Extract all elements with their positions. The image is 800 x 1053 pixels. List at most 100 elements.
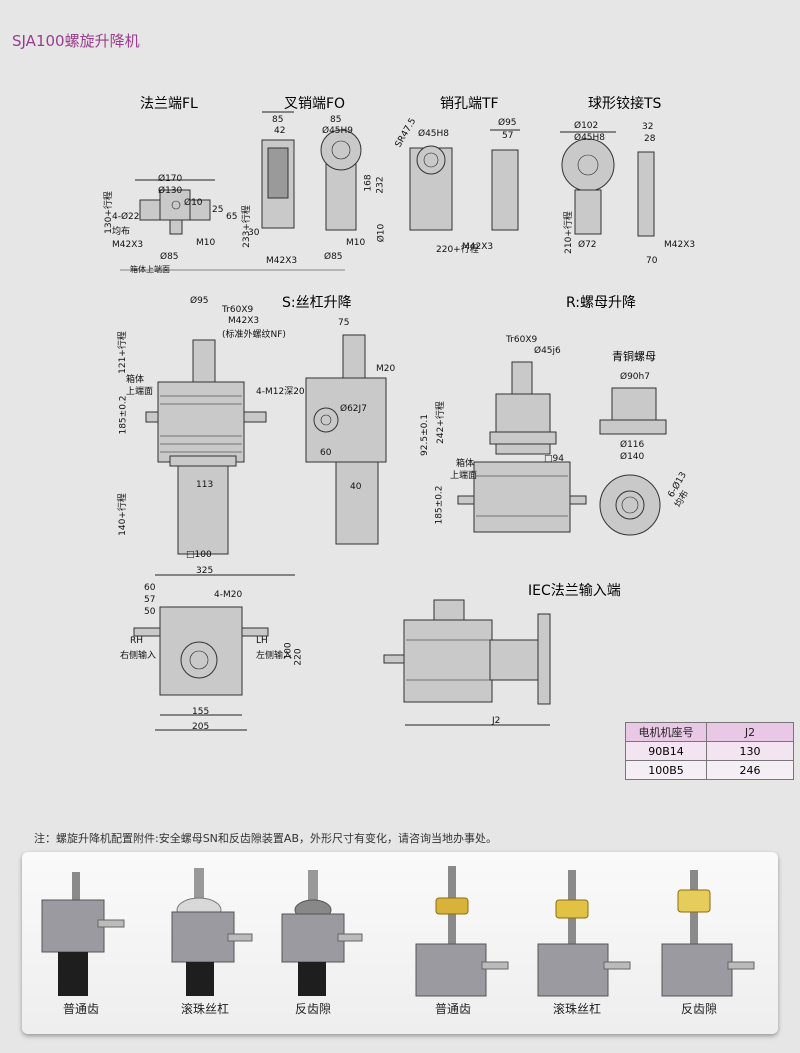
plan-dim-12: 100	[283, 642, 294, 660]
plan-dim-13: 220	[293, 648, 304, 666]
fl-dim-8: M42X3	[112, 240, 144, 250]
end-title-ts: 球形铰接TS	[588, 96, 662, 112]
plan-dim-7: 右侧输入	[120, 651, 157, 661]
table-header: J2	[706, 722, 794, 742]
r-title: R:螺母升降	[566, 295, 637, 311]
s-dim-13: 60	[320, 448, 332, 458]
s-dim-6: 上端面	[126, 387, 154, 397]
r-dim-4: 上端面	[450, 471, 478, 481]
product-image-4	[415, 866, 509, 997]
s-dim-12: Ø62J7	[340, 404, 367, 414]
s-dim-5: 箱体	[126, 375, 145, 385]
ts-dim-1: Ø102	[574, 121, 599, 131]
s-dim-17: 121+行程	[117, 331, 128, 374]
fo-dim-3: Ø45H9	[322, 126, 354, 136]
ts-dim-8: 210+行程	[563, 211, 574, 254]
fo-dim-7: Ø85	[324, 252, 343, 262]
product-caption: 反齿隙	[294, 1002, 331, 1016]
plan-dim-10: 155	[192, 707, 210, 717]
product-image-1	[41, 872, 125, 996]
product-caption: 滚珠丝杠	[180, 1002, 229, 1016]
fl-dim-3: 4-Ø22	[112, 212, 140, 222]
fl-dim-5: Ø10	[184, 198, 203, 208]
fl-dim-11: 130+行程	[103, 191, 114, 234]
nut-dim-3: Ø140	[620, 452, 645, 462]
r-dim-1: Tr60X9	[506, 335, 538, 345]
s-dim-1: Ø95	[190, 296, 209, 306]
plan-dim-4: 50	[144, 607, 156, 617]
end-title-fl: 法兰端FL	[140, 96, 198, 112]
s-dim-18: 92.5±0.1	[419, 414, 430, 456]
plan-drawing	[133, 574, 295, 731]
nut-dim-1: Ø90h7	[620, 372, 650, 382]
page-title: SJA100螺旋升降机	[12, 32, 140, 50]
s-dim-8: □100	[186, 550, 212, 560]
footnote: 注：螺旋升降机配置附件:安全螺母SN和反齿隙装置AB，外形尺寸有变化，请咨询当地…	[34, 832, 497, 845]
s-front-drawing	[145, 339, 267, 555]
product-image-6	[661, 870, 755, 997]
r-dim-3: 箱体	[456, 459, 475, 469]
plan-dim-8: LH	[256, 636, 268, 646]
tf-dim-4: 57	[502, 131, 514, 141]
bronze-nut-drawing	[599, 387, 667, 536]
end-title-fo: 叉销端FO	[284, 96, 346, 112]
product-image-2	[171, 868, 253, 996]
plan-dim-1: 325	[196, 566, 214, 576]
fo-dim-5: 30	[248, 228, 260, 238]
fl-dim-6: 25	[212, 205, 224, 215]
ts-dim-2: Ø45H8	[574, 133, 606, 143]
tf-dim-5: 220+行程	[436, 245, 479, 255]
tf-dim-2: Ø45H8	[418, 129, 450, 139]
product-caption: 普通齿	[434, 1002, 471, 1016]
product-caption: 反齿隙	[680, 1002, 717, 1016]
plan-dim-5: 4-M20	[214, 590, 243, 600]
plan-dim-9: 左侧输入	[256, 651, 293, 661]
bronze-nut-title: 青铜螺母	[612, 350, 656, 363]
fo-dim-8: M10	[346, 238, 366, 248]
s-dim-3: M42X3	[228, 316, 260, 326]
fo-dim-1: 85	[272, 115, 284, 125]
fl-dim-4: 均布	[112, 227, 131, 237]
fo-dim-4: 85	[330, 115, 342, 125]
ts-dim-3: 32	[642, 122, 654, 132]
tf-dim-7: Ø10	[376, 223, 387, 243]
product-caption: 滚珠丝杠	[552, 1002, 601, 1016]
iec-drawing	[383, 599, 551, 726]
ts-dim-7: 70	[646, 256, 658, 266]
s-dim-15: 185±0.2	[118, 395, 129, 435]
tf-drawing	[409, 129, 520, 231]
fl-dim-2: Ø130	[158, 186, 183, 196]
table-row: 100B5 246	[625, 760, 794, 780]
r-dim-7: 185±0.2	[434, 485, 445, 525]
s-dim-2: Tr60X9	[222, 305, 254, 315]
ts-dim-6: M42X3	[664, 240, 696, 250]
ts-drawing	[560, 131, 655, 237]
fl-dim-10: M10	[196, 238, 216, 248]
motor-frame-table: 电机机座号 J2 90B14 130 100B5 246	[625, 722, 794, 780]
ts-dim-4: 28	[644, 134, 656, 144]
fo-dim-9: 168	[363, 174, 374, 192]
s-dim-10: M20	[376, 364, 396, 374]
ts-dim-5: Ø72	[578, 240, 597, 250]
plan-dim-11: 205	[192, 722, 210, 732]
table-header: 电机机座号	[625, 722, 707, 742]
s-dim-4: (标准外螺纹NF)	[222, 330, 286, 340]
fl-dim-9: Ø85	[160, 252, 179, 262]
product-image-5	[537, 870, 631, 997]
table-row: 90B14 130	[625, 741, 794, 761]
product-photo-strip: 普通齿 滚珠丝杠 反齿隙 普通齿 滚珠丝杠 反齿隙	[22, 852, 778, 1034]
tf-dim-6: M42X3	[462, 242, 494, 252]
r-dim-5: □94	[544, 454, 564, 464]
fo-dim-2: 42	[274, 126, 286, 136]
product-caption: 普通齿	[62, 1002, 99, 1016]
end-title-tf: 销孔端TF	[440, 96, 499, 112]
s-dim-9: 75	[338, 318, 350, 328]
fo-dim-6: M42X3	[266, 256, 298, 266]
plan-dim-6: RH	[130, 636, 144, 646]
s-side-drawing	[305, 334, 387, 545]
product-images	[41, 866, 755, 997]
product-image-3	[281, 870, 363, 996]
bottom-ref-label: 箱体上端面	[130, 265, 170, 274]
iec-title: IEC法兰输入端	[528, 583, 621, 599]
